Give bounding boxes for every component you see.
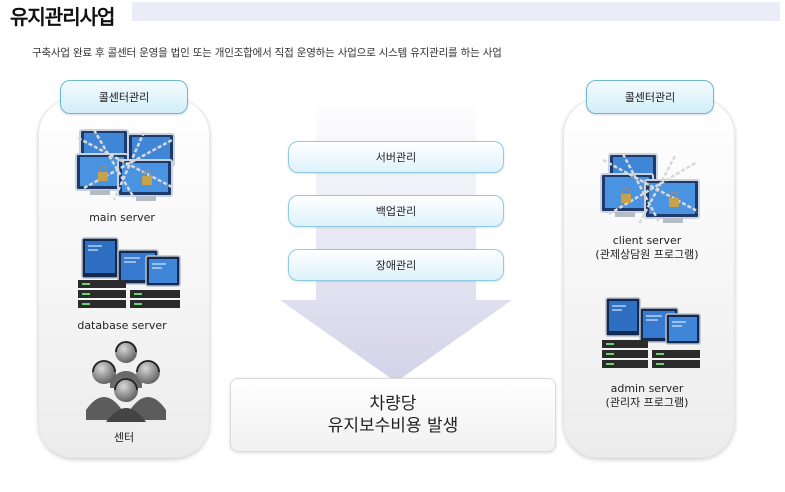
page-title: 유지관리사업 [10, 5, 115, 29]
backup-management-button: 백업관리 [288, 195, 504, 227]
center-label: 센터 [113, 431, 135, 444]
title-bar-decoration [132, 2, 780, 21]
admin-server-sublabel: (관리자 프로그램) [605, 396, 689, 409]
page-description: 구축사업 완료 후 콜센터 운영을 법인 또는 개인조합에서 직접 운영하는 사… [32, 47, 502, 59]
headset-operators-icon [86, 341, 166, 422]
result-box: 차량당 유지보수비용 발생 [230, 378, 556, 452]
database-server-label: database server [77, 319, 167, 332]
server-workstations-icon [602, 297, 701, 368]
result-line-2: 유지보수비용 발생 [327, 416, 459, 436]
locked-monitors-icon [600, 153, 700, 225]
server-workstations-icon [78, 237, 181, 308]
main-server-label: main server [89, 211, 155, 224]
right-panel-label: 콜센터관리 [586, 80, 714, 114]
client-server-sublabel: (관제상담원 프로그램) [595, 248, 699, 261]
left-panel-label: 콜센터관리 [60, 80, 188, 114]
failure-management-button: 장애관리 [288, 249, 504, 281]
admin-server-label: admin server [610, 382, 684, 395]
client-server-label: client server [612, 234, 682, 247]
result-line-1: 차량당 [369, 394, 417, 414]
server-management-button: 서버관리 [288, 141, 504, 173]
down-arrow-icon [280, 96, 512, 382]
locked-monitors-icon [75, 129, 175, 201]
